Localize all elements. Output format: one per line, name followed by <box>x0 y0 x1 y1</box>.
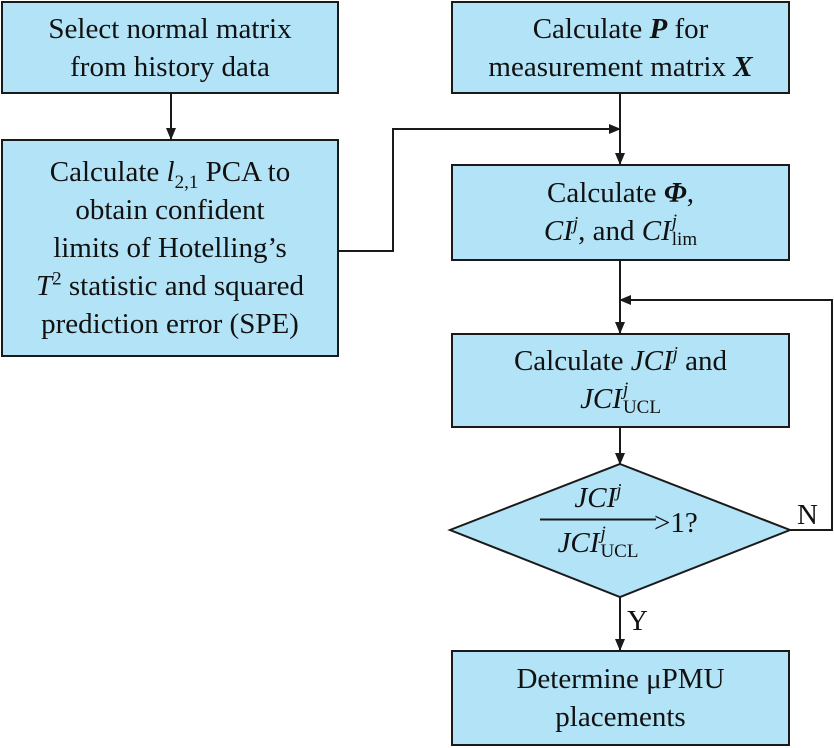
calc-phi-ci-superscript: j <box>572 213 579 235</box>
decision-den-jci: JCI <box>557 527 600 559</box>
no-label: N <box>797 499 818 531</box>
decision-numerator: JCIj <box>574 478 621 518</box>
pca-line-5: prediction error (SPE) <box>41 308 299 340</box>
select-line-1: Select normal matrix <box>48 12 292 45</box>
calc-phi-lim-subscript: lim <box>671 229 698 251</box>
calc-p-line-2: measurement matrix X <box>488 48 752 86</box>
pca-line-1-tail: PCA to <box>198 156 291 188</box>
calc-jci-line-1-text: Calculate <box>513 344 631 377</box>
calc-jci-line-1-tail: and <box>677 344 728 377</box>
decision-num-jci: JCI <box>574 482 617 514</box>
calc-p-line-1-tail: for <box>667 12 709 45</box>
pca-l-subscript: 2,1 <box>174 171 199 193</box>
pca-box: Calculate l2,1 PCA to obtain confident l… <box>1 139 339 357</box>
pca-t-superscript: 2 <box>52 268 62 290</box>
pca-var-l: l <box>166 156 175 188</box>
calc-p-line-1: Calculate P for <box>533 10 709 48</box>
fraction-bar <box>540 518 656 521</box>
determine-placements-box: Determine μPMU placements <box>451 650 790 746</box>
decision-comparison: >1? <box>654 507 698 539</box>
calc-phi-var-ci: CI <box>543 214 573 247</box>
calc-p-var-p: P <box>649 12 668 45</box>
calc-jci-line-1: Calculate JCIj and <box>514 342 727 380</box>
decision-num-superscript: j <box>616 480 622 502</box>
pca-line-1-text: Calculate <box>49 156 167 188</box>
pca-var-t: T <box>35 270 53 302</box>
calc-p-box: Calculate P for measurement matrix X <box>451 1 790 94</box>
yes-label: Y <box>627 605 648 637</box>
calc-phi-line-1-tail: , <box>686 176 694 209</box>
calc-p-line-2-text: measurement matrix <box>488 50 734 83</box>
pca-line-4: T2 statistic and squared <box>36 267 304 305</box>
calc-jci-superscript: j <box>672 343 678 365</box>
calc-jci-ucl-superscript: j <box>622 379 629 401</box>
calc-phi-var-ci-lim: CI <box>641 214 671 247</box>
arrow-pca-to-phi <box>339 124 621 252</box>
pca-line-3: limits of Hotelling’s <box>53 232 287 264</box>
calc-phi-var-phi: Φ <box>663 176 687 209</box>
arrow-no-loop <box>619 295 833 531</box>
select-normal-matrix-box: Select normal matrix from history data <box>1 1 339 94</box>
decision-diamond <box>447 462 793 599</box>
pca-line-1: Calculate l2,1 PCA to <box>49 153 291 193</box>
calc-phi-lim-superscript: j <box>671 211 678 233</box>
select-line-2: from history data <box>70 50 270 83</box>
calc-p-line-1-text: Calculate <box>532 12 650 45</box>
determine-line-2: placements <box>555 701 686 733</box>
calc-phi-and: , and <box>578 214 642 247</box>
decision-den-subscript: UCL <box>600 541 639 563</box>
calc-jci-ucl-subscript: UCL <box>622 397 661 419</box>
calc-jci-var-jci-ucl: JCI <box>580 382 622 415</box>
calc-jci-var-jci: JCI <box>630 344 673 377</box>
pca-line-4-text: statistic and squared <box>61 270 305 302</box>
determine-line-1: Determine μPMU <box>516 663 725 695</box>
decision-den-superscript: j <box>600 523 606 545</box>
pca-line-2: obtain confident <box>75 194 265 226</box>
calc-phi-line-1: Calculate Φ, <box>547 174 694 212</box>
calc-p-var-x: X <box>733 50 753 83</box>
calc-phi-line-1-text: Calculate <box>547 176 664 209</box>
